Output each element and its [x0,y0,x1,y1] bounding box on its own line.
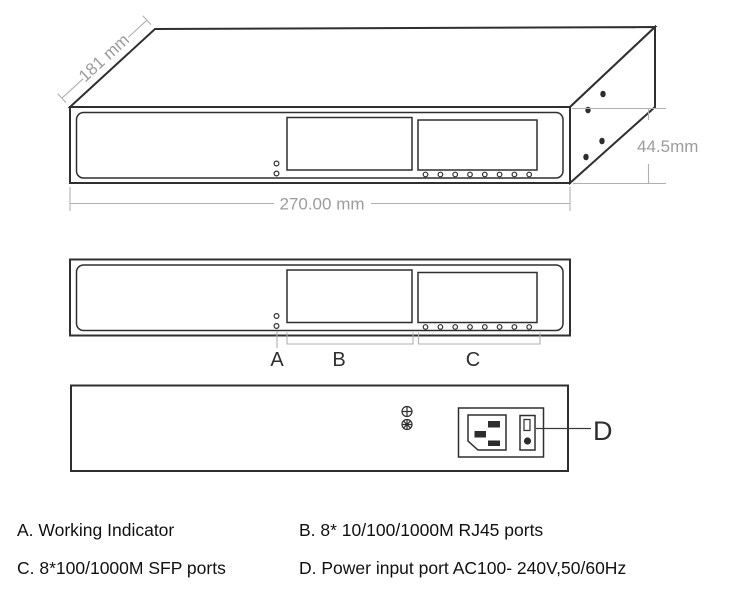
callout-c-label: C [466,349,480,371]
ground-screw-icon [401,405,413,418]
rear-view: D [70,384,613,472]
front-face-panel [69,106,571,184]
width-dimension-label: 270.00 mm [279,195,364,214]
height-dimension: 44.5mm [572,107,698,185]
legend-item-a: A. Working Indicator [17,520,175,540]
top-face [67,25,658,108]
power-inlet-icon [467,414,507,451]
fuse-holder-icon [519,414,536,451]
width-dimension: 270.00 mm [69,187,571,214]
legend-item-b: B. 8* 10/100/1000M RJ45 ports [299,520,544,540]
earth-ground-screw-icon [401,418,413,431]
legend-item-d: D. Power input port AC100- 240V,50/60Hz [299,558,627,578]
callout-c-bracket [417,332,541,345]
callout-d-label: D [593,416,613,446]
front-view-panel [69,258,571,337]
callout-a-label: A [270,349,284,371]
callout-b-bracket [286,332,414,345]
height-dimension-label: 44.5mm [637,137,698,156]
front-view: A B C [69,258,571,371]
perspective-view: 181 mm 270.00 mm 44.5mm [57,15,698,214]
callout-b-label: B [332,349,345,371]
power-input-assembly [457,407,545,458]
legend-item-c: C. 8*100/1000M SFP ports [17,558,226,578]
